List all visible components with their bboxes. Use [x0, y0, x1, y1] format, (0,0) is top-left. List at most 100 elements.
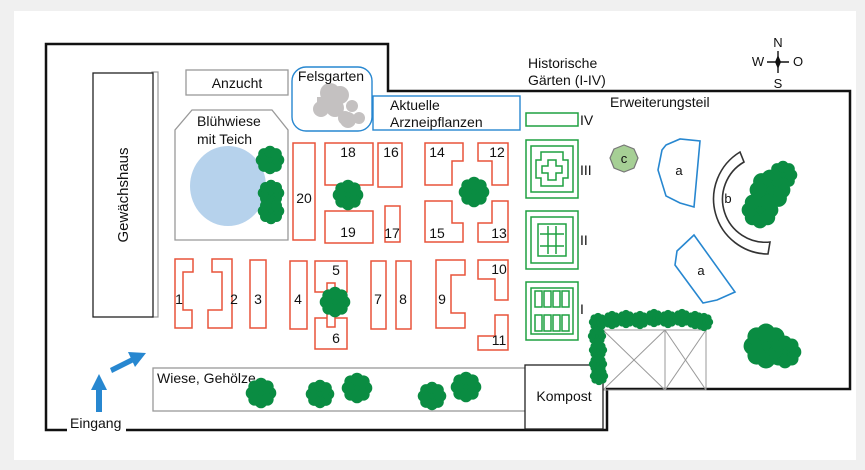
garden-boundary	[44, 42, 852, 432]
meadow-pond-label-line2: mit Teich	[197, 131, 252, 147]
tree-icon	[319, 286, 351, 318]
bed-7	[370, 260, 387, 330]
compass-east: O	[793, 54, 803, 69]
bed-17	[384, 205, 401, 243]
tree-icon	[245, 377, 277, 409]
compass-north: N	[773, 35, 782, 50]
entrance-arrows	[91, 352, 146, 412]
area-b	[712, 150, 771, 255]
current-plants-label-line1: Aktuelle	[390, 97, 440, 113]
tree-icon	[587, 326, 607, 346]
bed-label: 18	[340, 144, 356, 160]
current-plants-label-line2: Arzneipflanzen	[390, 114, 483, 130]
compass-icon	[767, 51, 789, 73]
tree-icon	[741, 191, 779, 229]
bed-label: 7	[374, 291, 382, 307]
area-a-bottom	[674, 233, 737, 304]
bed-14	[424, 142, 464, 186]
bed-10	[477, 259, 509, 301]
bed-label: 14	[429, 144, 445, 160]
pond	[190, 146, 266, 226]
greenhouse-label: Gewächshaus	[115, 147, 132, 242]
historic-gardens	[525, 112, 579, 341]
compass-rose: N S W O	[752, 35, 803, 91]
area-c-label: c	[621, 151, 628, 166]
bed-2	[207, 258, 233, 329]
bed-label: 20	[296, 190, 312, 206]
nursery-area: Anzucht	[185, 69, 289, 96]
tree-icon	[768, 160, 798, 190]
bed-8	[395, 260, 412, 330]
bed-label: 6	[332, 330, 340, 346]
bed-16	[377, 142, 403, 188]
trees	[245, 145, 802, 411]
tree-icon	[630, 310, 650, 330]
bed-label: 10	[491, 261, 507, 277]
bed-label: 5	[332, 262, 340, 278]
tree-icon	[257, 197, 285, 225]
rock-icon	[313, 83, 365, 128]
extension-area: c a a b	[602, 138, 771, 391]
historic-garden-ii	[525, 210, 579, 270]
tree-icon	[417, 381, 447, 411]
tree-icon	[332, 179, 364, 211]
historic-garden-labels: IV III II I	[580, 112, 594, 317]
tree-icon	[694, 312, 714, 332]
historic-gardens-label-line1: Historische	[528, 55, 597, 71]
area-a-top	[657, 138, 701, 209]
compost-label: Kompost	[536, 388, 591, 404]
nursery-label: Anzucht	[212, 75, 263, 91]
bed-label: 17	[384, 225, 400, 241]
bed-3	[249, 259, 267, 329]
greenhouse: Gewächshaus	[92, 71, 159, 318]
area-a-bottom-label: a	[697, 263, 705, 278]
rock-garden: Felsgarten	[291, 66, 373, 132]
beds	[174, 142, 509, 351]
bed-label: 2	[230, 291, 238, 307]
bed-labels: 1 2 3 4 5 6 7 8 9 10 11 12 13 14 15 16 1…	[175, 144, 507, 348]
bed-label: 15	[429, 225, 445, 241]
area-b-label: b	[724, 191, 731, 206]
tree-icon	[768, 335, 802, 369]
historic-garden-iv	[525, 112, 579, 127]
trellis-structure	[602, 329, 707, 391]
tree-icon	[458, 176, 490, 208]
bed-5	[314, 260, 348, 293]
bed-label: 8	[399, 291, 407, 307]
bed-label: 4	[294, 291, 302, 307]
area-a-top-label: a	[675, 163, 683, 178]
arrow-up-icon	[91, 374, 107, 412]
area-c	[609, 144, 639, 173]
tree-icon	[450, 371, 482, 403]
bed-9	[435, 259, 466, 329]
tree-icon	[255, 145, 285, 175]
tree-icon	[588, 354, 608, 374]
rock-garden-label: Felsgarten	[298, 68, 364, 84]
bed-label: 19	[340, 224, 356, 240]
entrance-label: Eingang	[70, 415, 121, 431]
tree-icon	[341, 372, 373, 404]
compass-west: W	[752, 54, 765, 69]
bed-label: 1	[175, 291, 183, 307]
meadow-pond-label-line1: Blühwiese	[197, 113, 261, 129]
tree-icon	[589, 366, 609, 386]
entrance-gap	[68, 424, 126, 436]
bed-1	[174, 258, 194, 329]
historic-label-iii: III	[580, 162, 592, 178]
bed-label: 12	[489, 144, 505, 160]
bed-label: 3	[254, 291, 262, 307]
tree-icon	[588, 312, 608, 332]
compass-south: S	[774, 76, 783, 91]
bed-15	[424, 200, 464, 243]
bed-label: 16	[383, 144, 399, 160]
tree-icon	[257, 179, 285, 207]
bed-label: 9	[438, 291, 446, 307]
bed-20	[292, 142, 316, 241]
historic-garden-iii	[525, 139, 579, 199]
historic-label-i: I	[580, 301, 584, 317]
current-medicinal-plants-area: Aktuelle Arzneipflanzen	[372, 95, 521, 131]
historic-garden-i	[525, 281, 579, 341]
tree-icon	[305, 379, 335, 409]
bed-11	[477, 314, 509, 351]
bed-19	[324, 210, 374, 244]
